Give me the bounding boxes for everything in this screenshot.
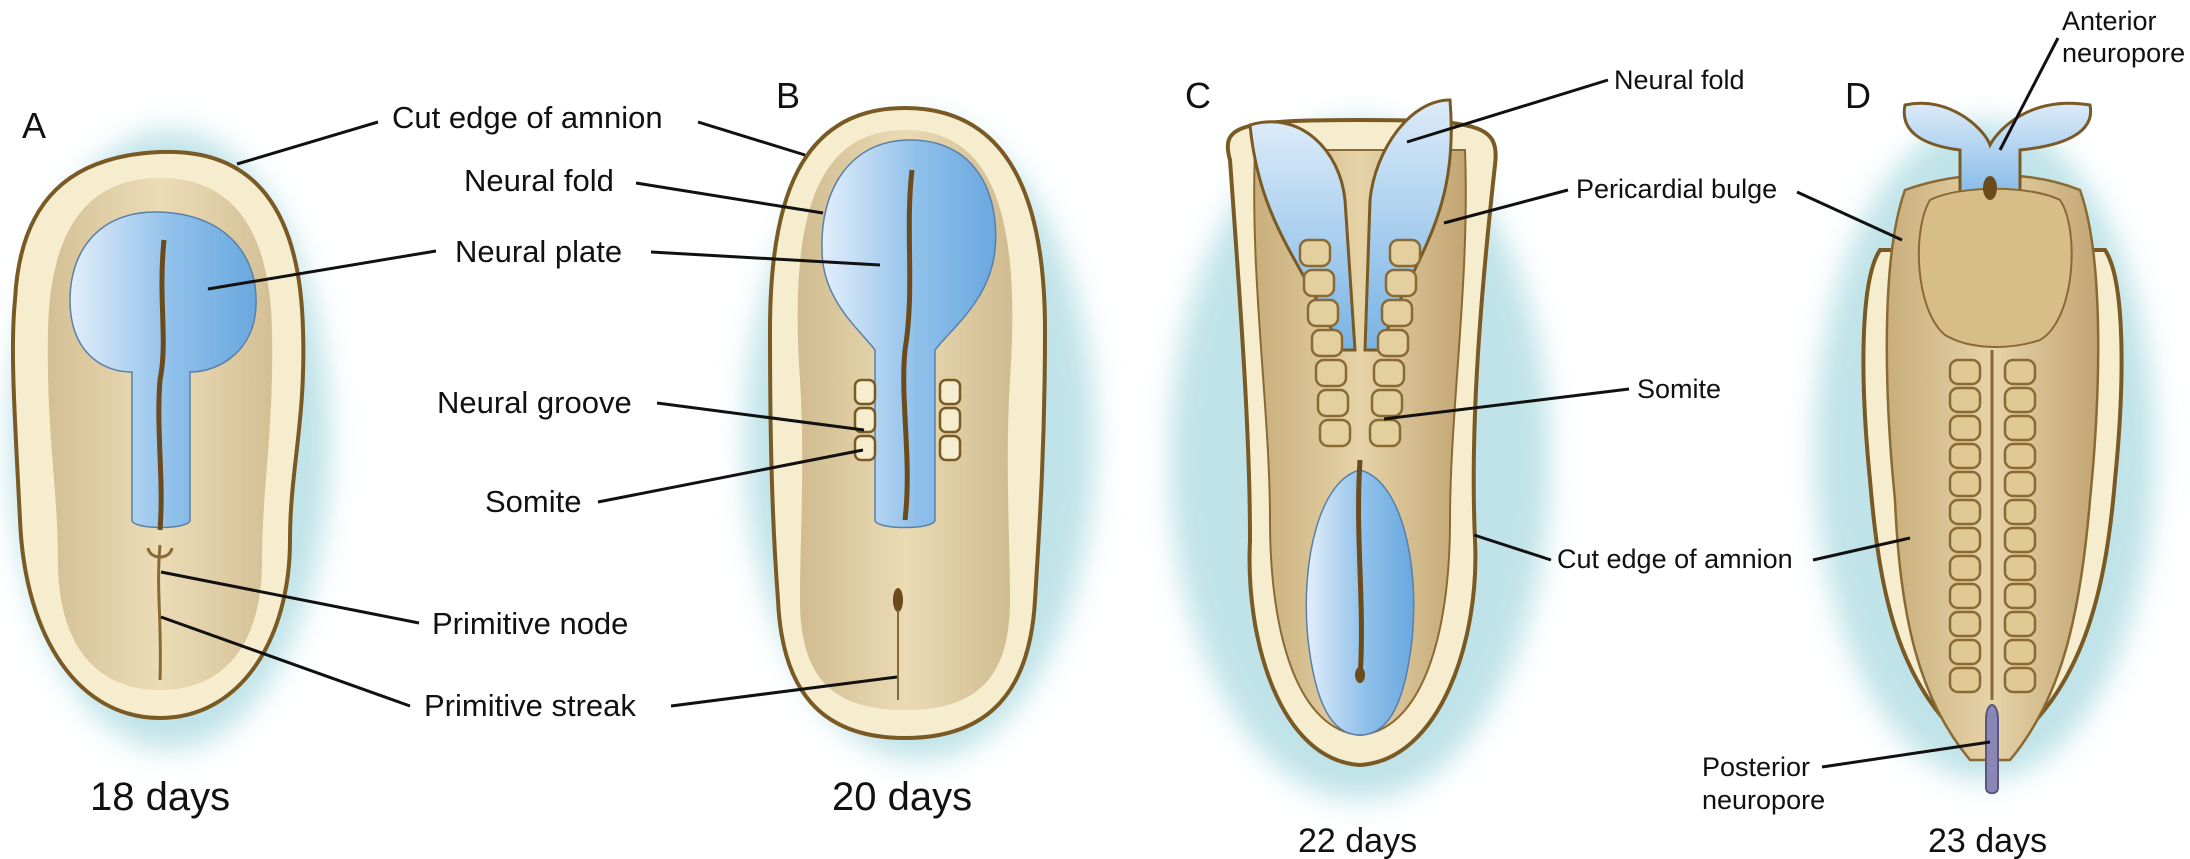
- panel-a-primitive-streak: [159, 545, 161, 680]
- panel-d-head-mass: [1919, 189, 2072, 347]
- panel-a-age: 18 days: [90, 775, 230, 819]
- panel-c-age: 22 days: [1298, 822, 1417, 859]
- panel-b-somites-left: [855, 380, 875, 460]
- label-b-neural-groove: Neural groove: [437, 385, 632, 420]
- label-c-pericardial-bulge: Pericardial bulge: [1576, 174, 1777, 204]
- panel-a: A 18 days: [10, 105, 330, 819]
- panel-b-somites-right: [940, 380, 960, 460]
- label-b-neural-fold: Neural fold: [464, 163, 614, 198]
- label-d-anterior-neuropore-line2: neuropore: [2062, 38, 2185, 68]
- panel-a-letter: A: [22, 105, 46, 146]
- panel-d-posterior-neuropore-shape: [1986, 705, 1998, 793]
- panel-d-age: 23 days: [1928, 822, 2047, 859]
- panel-b: B 20 days: [745, 75, 1095, 819]
- panel-b-primitive-streak: [893, 588, 903, 612]
- leader-a-cut-edge: [237, 122, 378, 164]
- label-d-posterior-neuropore-line2: neuropore: [1702, 785, 1825, 815]
- label-a-cut-edge-of-amnion: Cut edge of amnion: [392, 100, 663, 135]
- label-c-somite: Somite: [1637, 374, 1721, 404]
- panel-b-letter: B: [776, 75, 800, 116]
- label-d-anterior-neuropore-line1: Anterior: [2062, 6, 2157, 36]
- label-c-neural-fold: Neural fold: [1614, 65, 1745, 95]
- panel-b-age: 20 days: [832, 775, 972, 819]
- label-a-primitive-streak: Primitive streak: [424, 688, 636, 723]
- panel-c-caudal-pit: [1355, 667, 1365, 683]
- panel-d-letter: D: [1845, 75, 1871, 116]
- leader-b-cut-edge: [698, 122, 805, 155]
- panel-c-neural-groove: [1359, 460, 1362, 680]
- label-c-cut-edge-of-amnion: Cut edge of amnion: [1557, 544, 1793, 574]
- panel-d-anterior-neuropore-shape: [1983, 176, 1997, 200]
- label-a-neural-plate: Neural plate: [455, 234, 622, 269]
- label-d-posterior-neuropore-line1: Posterior: [1702, 752, 1810, 782]
- label-b-somite: Somite: [485, 484, 581, 519]
- panel-c: C 22 days: [1170, 75, 1550, 859]
- panel-c-letter: C: [1185, 75, 1211, 116]
- label-a-primitive-node: Primitive node: [432, 606, 628, 641]
